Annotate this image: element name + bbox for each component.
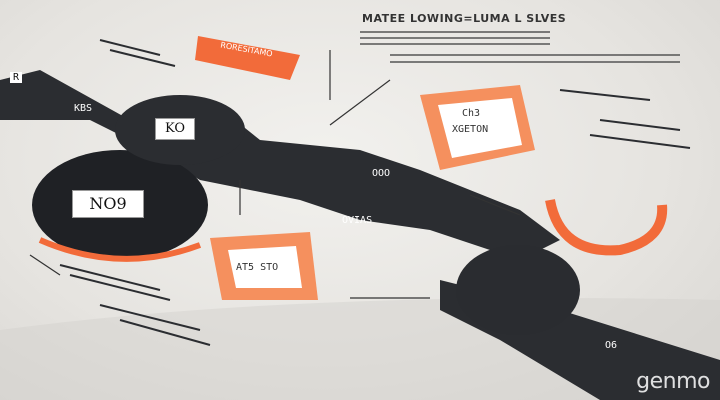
road-center-top-text: OOO <box>372 168 391 179</box>
road-right-text: O6 <box>605 340 618 351</box>
left-small-tag: KBS <box>74 103 93 114</box>
watermark-logo: genmo <box>636 369 710 394</box>
left-road-tag: R <box>10 72 23 83</box>
center-card-bottom-text: XGETON <box>452 124 489 135</box>
orange-ring <box>545 198 668 256</box>
upper-disc-sign: KO <box>155 118 195 140</box>
diagram-title: MATEE LOWING=LUMA L SLVES <box>362 12 567 25</box>
right-circle <box>456 245 580 335</box>
road-center-bottom-text: OVIAS <box>342 215 373 226</box>
lower-card-text: AT5 STO <box>236 262 279 273</box>
center-card-top-text: Ch3 <box>462 108 481 119</box>
orange-tag <box>195 36 300 80</box>
left-circle-card: NO9 <box>72 190 144 218</box>
